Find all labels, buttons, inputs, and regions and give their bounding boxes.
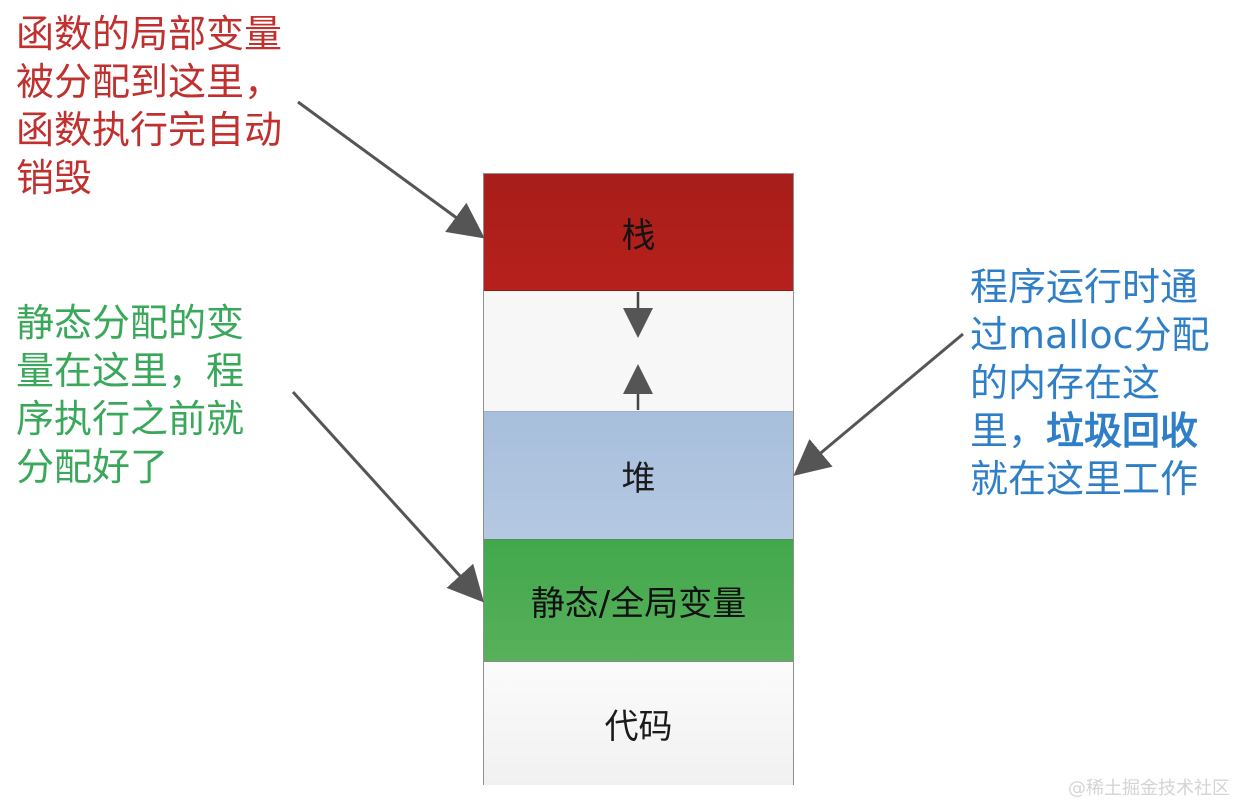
static-global-segment: 静态/全局变量 bbox=[484, 540, 793, 662]
heap-pointer-arrow bbox=[793, 332, 964, 476]
blue-annotation-text-suffix: 就在这里工作 bbox=[970, 457, 1199, 501]
static-pointer-arrow bbox=[291, 390, 485, 603]
static-global-label: 静态/全局变量 bbox=[530, 584, 747, 624]
heap-label: 堆 bbox=[621, 459, 656, 499]
heap-segment: 堆 bbox=[484, 412, 793, 540]
blue-annotation-text-prefix: 程序运行时通 过malloc分配 的内存在这 里， bbox=[970, 265, 1210, 453]
blue-annotation: 程序运行时通 过malloc分配 的内存在这 里，垃圾回收 就在这里工作 bbox=[970, 215, 1225, 503]
code-segment: 代码 bbox=[484, 662, 793, 785]
stack-segment: 栈 bbox=[484, 174, 793, 291]
blue-annotation-emphasis: 垃圾回收 bbox=[1046, 409, 1199, 453]
code-label: 代码 bbox=[604, 707, 673, 747]
stack-label: 栈 bbox=[621, 215, 656, 256]
watermark: @稀土掘金技术社区 bbox=[1068, 778, 1230, 799]
red-annotation: 函数的局部变量 被分配到这里， 函数执行完自动 销毁 bbox=[16, 12, 283, 200]
stack-pointer-arrow bbox=[297, 100, 485, 239]
green-annotation: 静态分配的变 量在这里，程 序执行之前就 分配好了 bbox=[16, 301, 245, 489]
free-space-segment bbox=[484, 291, 793, 412]
memory-layout-diagram: 栈 堆 静态/全局变量 代码 bbox=[483, 173, 794, 785]
